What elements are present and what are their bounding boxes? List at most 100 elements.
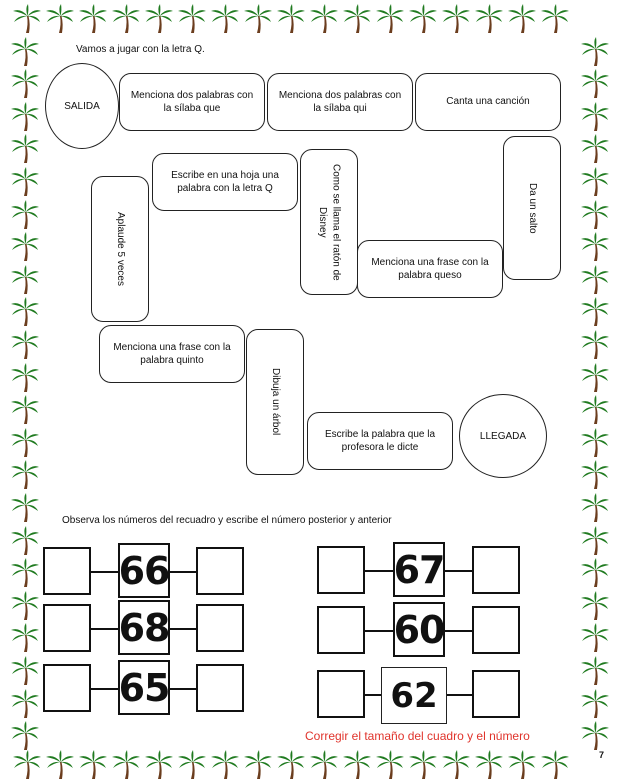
board-cell-9: Menciona una frase con la palabra quinto bbox=[99, 325, 245, 383]
board-cell-9-text: Menciona una frase con la palabra quinto bbox=[113, 341, 231, 367]
answer-box-before[interactable] bbox=[317, 546, 365, 594]
palm-tree-icon bbox=[309, 4, 339, 34]
answer-box-after[interactable] bbox=[472, 670, 520, 718]
palm-tree-icon bbox=[177, 4, 207, 34]
number-box: 62 bbox=[381, 667, 447, 724]
palm-tree-icon bbox=[580, 36, 610, 67]
answer-box-after[interactable] bbox=[472, 606, 520, 654]
board-cell-1-text: Menciona dos palabras con la sílaba que bbox=[130, 89, 254, 115]
palm-tree-icon bbox=[580, 493, 610, 523]
board-cell-10: Dibuja un árbol bbox=[246, 329, 304, 475]
answer-box-after[interactable] bbox=[196, 547, 244, 595]
board-cell-11: Escribe la palabra que la profesora le d… bbox=[307, 412, 453, 470]
page-number: 7 bbox=[599, 750, 605, 760]
board-cell-3: Canta una canción bbox=[415, 73, 561, 131]
palm-tree-icon bbox=[10, 623, 40, 653]
answer-box-after[interactable] bbox=[196, 604, 244, 652]
finish-circle: LLEGADA bbox=[459, 394, 547, 478]
palm-tree-icon bbox=[78, 4, 108, 34]
palm-tree-icon bbox=[580, 427, 610, 458]
board-cell-11-text: Escribe la palabra que la profesora le d… bbox=[324, 428, 436, 454]
palm-tree-icon bbox=[243, 750, 273, 780]
answer-box-before[interactable] bbox=[43, 604, 91, 652]
palm-tree-icon bbox=[507, 750, 537, 780]
palm-tree-icon bbox=[45, 4, 75, 34]
board-cell-6: Como se llama el ratón de Disney bbox=[300, 149, 358, 295]
answer-box-after[interactable] bbox=[196, 664, 244, 712]
palm-tree-icon bbox=[580, 199, 610, 230]
palm-tree-icon bbox=[10, 362, 40, 393]
palm-tree-icon bbox=[408, 4, 438, 34]
palm-tree-icon bbox=[342, 4, 372, 34]
palm-tree-icon bbox=[580, 525, 610, 556]
palm-tree-icon bbox=[441, 750, 471, 780]
palm-tree-icon bbox=[10, 167, 40, 197]
palm-tree-icon bbox=[10, 69, 40, 99]
palm-tree-icon bbox=[111, 4, 141, 34]
board-cell-3-text: Canta una canción bbox=[446, 96, 530, 108]
palm-tree-icon bbox=[10, 101, 40, 132]
board-cell-4-text: Da un salto bbox=[526, 182, 538, 234]
palm-tree-icon bbox=[10, 558, 40, 588]
palm-tree-icon bbox=[580, 362, 610, 393]
board-cell-7: Escribe en una hoja una palabra con la l… bbox=[152, 153, 298, 211]
number-box: 65 bbox=[118, 660, 170, 715]
palm-tree-icon bbox=[10, 590, 40, 621]
palm-tree-icon bbox=[580, 590, 610, 621]
palm-tree-icon bbox=[210, 750, 240, 780]
palm-tree-icon bbox=[210, 4, 240, 34]
palm-tree-icon bbox=[580, 101, 610, 132]
palm-tree-icon bbox=[111, 750, 141, 780]
board-cell-1: Menciona dos palabras con la sílaba que bbox=[119, 73, 265, 131]
board-cell-2: Menciona dos palabras con la sílaba qui bbox=[267, 73, 413, 131]
answer-box-before[interactable] bbox=[317, 606, 365, 654]
palm-tree-icon bbox=[580, 623, 610, 653]
palm-tree-icon bbox=[580, 460, 610, 490]
palm-tree-icon bbox=[177, 750, 207, 780]
palm-tree-icon bbox=[580, 656, 610, 686]
palm-tree-icon bbox=[580, 688, 610, 719]
palm-tree-icon bbox=[580, 264, 610, 295]
palm-tree-icon bbox=[580, 721, 610, 751]
palm-tree-icon bbox=[309, 750, 339, 780]
palm-tree-icon bbox=[441, 4, 471, 34]
board-cell-7-text: Escribe en una hoja una palabra con la l… bbox=[171, 169, 279, 195]
answer-box-before[interactable] bbox=[43, 664, 91, 712]
palm-tree-icon bbox=[375, 750, 405, 780]
number-box: 66 bbox=[118, 543, 170, 598]
board-cell-5: Menciona una frase con la palabra queso bbox=[357, 240, 503, 298]
number-box: 67 bbox=[393, 542, 445, 597]
palm-tree-icon bbox=[10, 199, 40, 230]
palm-tree-icon bbox=[580, 69, 610, 99]
answer-box-before[interactable] bbox=[317, 670, 365, 718]
palm-tree-icon bbox=[580, 395, 610, 425]
palm-tree-icon bbox=[507, 4, 537, 34]
palm-tree-icon bbox=[540, 750, 570, 780]
palm-tree-icon bbox=[10, 460, 40, 490]
numbers-instructions: Observa los números del recuadro y escri… bbox=[62, 515, 392, 526]
answer-box-after[interactable] bbox=[472, 546, 520, 594]
palm-tree-icon bbox=[10, 330, 40, 360]
palm-tree-icon bbox=[12, 4, 42, 34]
palm-tree-icon bbox=[78, 750, 108, 780]
palm-tree-icon bbox=[10, 232, 40, 262]
palm-tree-icon bbox=[342, 750, 372, 780]
answer-box-before[interactable] bbox=[43, 547, 91, 595]
number-box: 68 bbox=[118, 600, 170, 655]
palm-tree-icon bbox=[144, 4, 174, 34]
palm-tree-icon bbox=[276, 4, 306, 34]
board-cell-8: Aplaude 5 veces bbox=[91, 176, 149, 322]
correction-note: Corregir el tamaño del cuadro y el númer… bbox=[305, 729, 530, 743]
board-cell-4: Da un salto bbox=[503, 136, 561, 280]
palm-tree-icon bbox=[474, 750, 504, 780]
board-cell-5-text: Menciona una frase con la palabra queso bbox=[371, 256, 489, 282]
palm-tree-icon bbox=[10, 688, 40, 719]
board-cell-8-text: Aplaude 5 veces bbox=[114, 212, 126, 286]
start-label: SALIDA bbox=[64, 100, 100, 112]
activity-title: Vamos a jugar con la letra Q. bbox=[76, 44, 205, 55]
board-cell-2-text: Menciona dos palabras con la sílaba qui bbox=[278, 89, 402, 115]
palm-tree-icon bbox=[580, 297, 610, 327]
palm-tree-icon bbox=[540, 4, 570, 34]
palm-tree-icon bbox=[10, 395, 40, 425]
palm-tree-icon bbox=[10, 525, 40, 556]
